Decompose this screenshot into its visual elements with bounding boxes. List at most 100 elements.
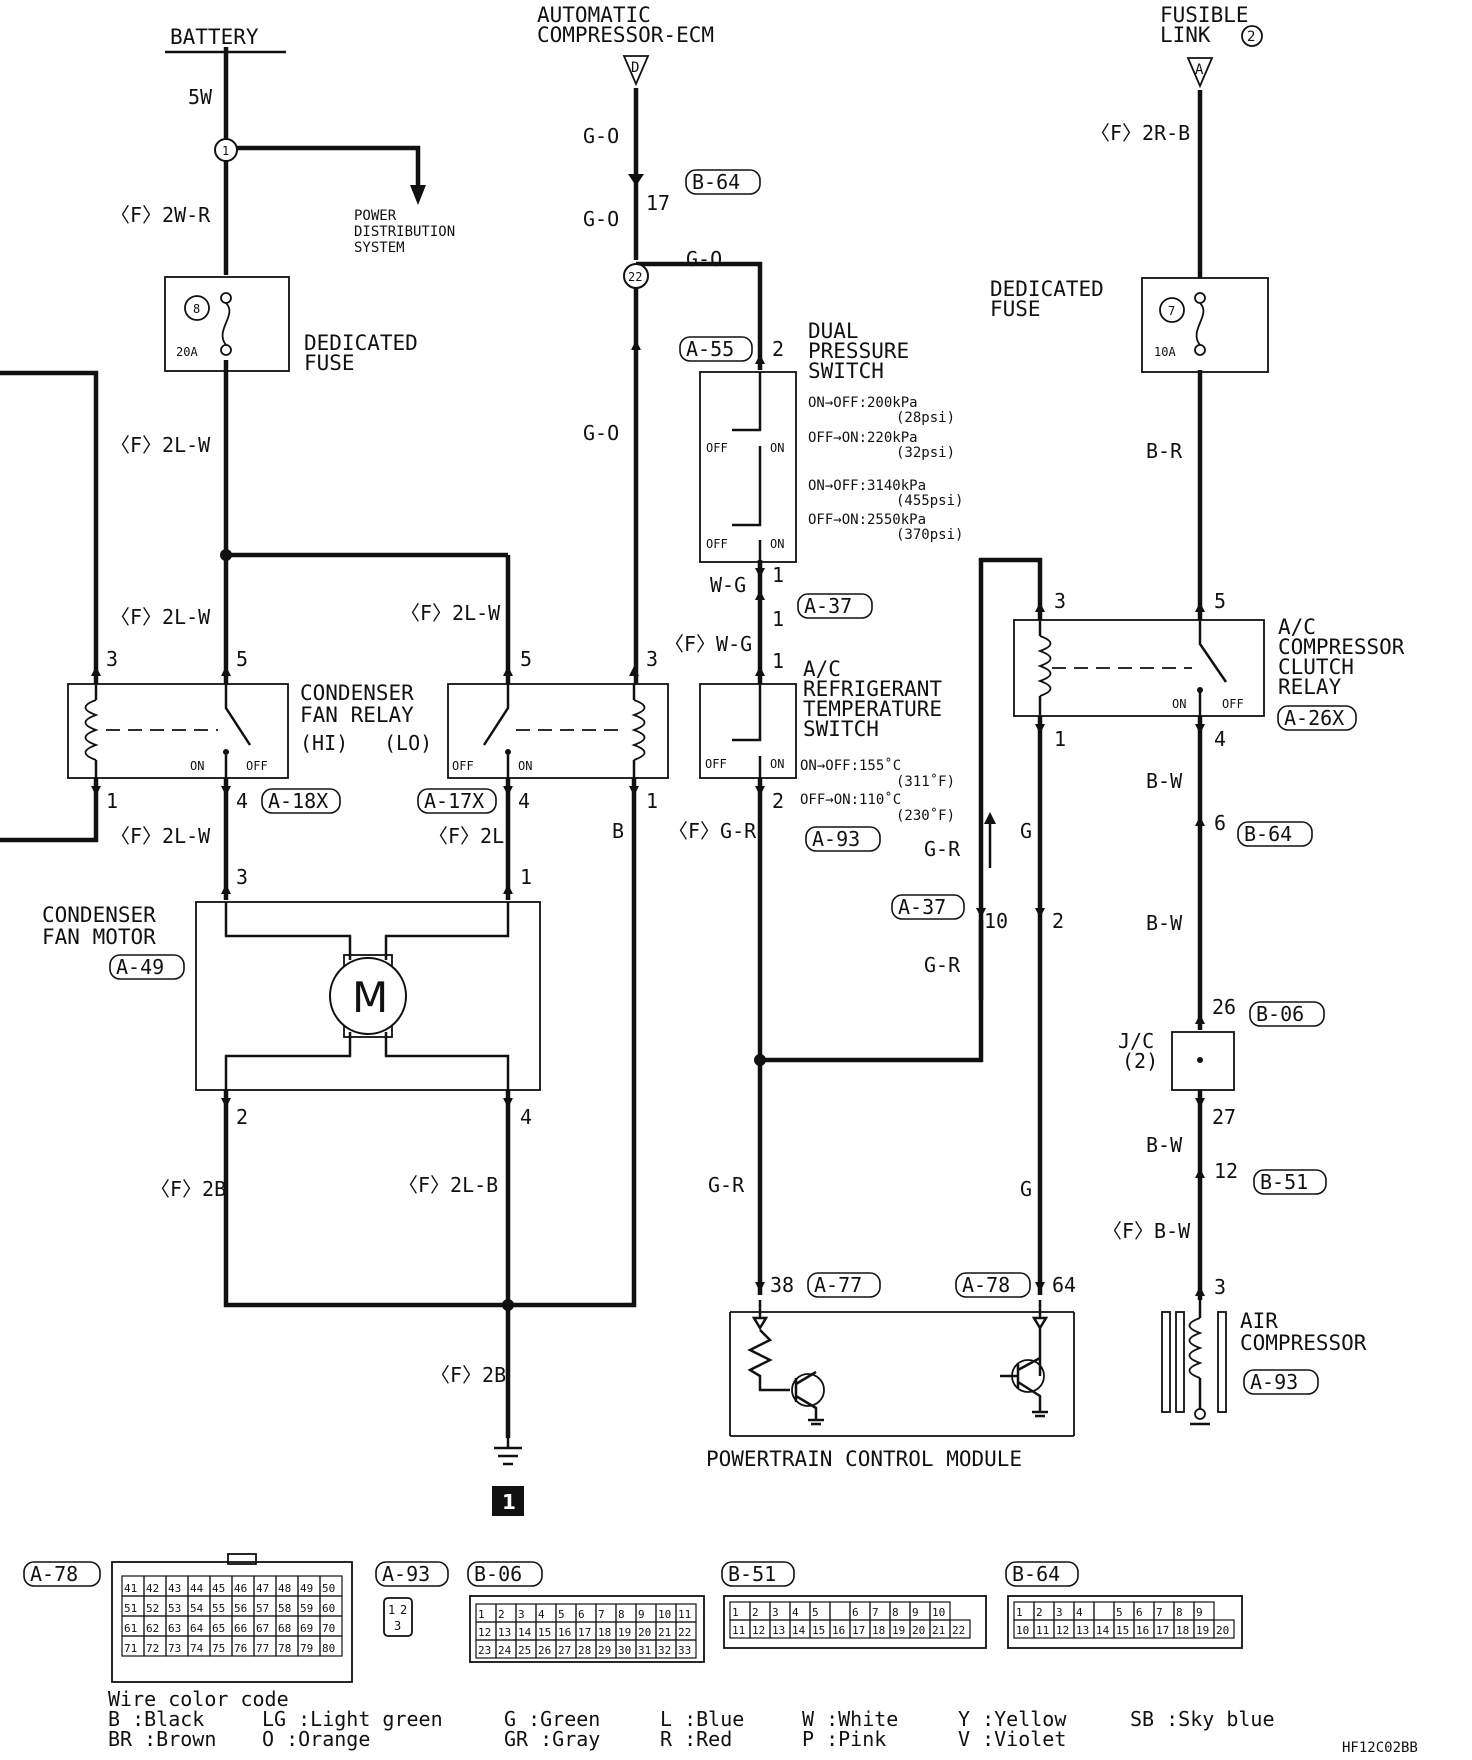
svg-text:OFF: OFF [246,759,268,773]
pin-17: 17 [646,191,670,215]
svg-text:A-55: A-55 [686,337,734,361]
connector-pin-number: 20 [1216,1624,1229,1637]
connector-pin-number: 28 [578,1644,591,1657]
wire-go-3: G-O [686,247,722,271]
connector-pin-number: 32 [658,1644,671,1657]
connector-pin-number: 56 [234,1602,247,1615]
conn-a78-pcm: A-78 [955,1272,1031,1298]
svg-text:ON: ON [770,757,784,771]
connector-pin-number: 64 [190,1622,204,1635]
relay-hi-pin-4: 4 [236,789,248,813]
motor-pin-2: 2 [236,1105,248,1129]
conn-b64-top: B-64 [685,169,761,195]
wire-bw-1: B-W [1146,769,1183,793]
connector-pin-number: 11 [678,1608,691,1621]
relay-title-2: FAN RELAY [300,703,414,727]
doc-code: HF12C02BB [1342,1740,1418,1756]
connector-pin-number: 12 [752,1624,765,1637]
jc-label-2: (2) [1122,1049,1158,1073]
wire-g-1: G [1020,819,1032,843]
conn-a37-mid: A-37 [891,894,965,920]
svg-text:A-93: A-93 [1250,1370,1298,1394]
wire-go-4: G-O [583,421,619,445]
wire-f2lb: 〈F〉2L-B [398,1173,498,1197]
svg-text:A-78: A-78 [962,1273,1010,1297]
connector-arrow-icon [628,174,644,186]
power-dist-3: SYSTEM [354,240,405,256]
connector-pin-number: 4 [1076,1606,1083,1619]
pcm-label: POWERTRAIN CONTROL MODULE [706,1447,1022,1471]
battery-label: BATTERY [170,25,259,49]
refrig-spec-1b: (311˚F) [896,773,955,790]
comp-label-2: COMPRESSOR [1240,1331,1367,1355]
connector-pin-number: 18 [1176,1624,1189,1637]
connector-pin-number: 2 [1036,1606,1043,1619]
comp-pin-6: 6 [1214,811,1226,835]
svg-text:ON: ON [1172,697,1186,711]
connector-pin-number: 13 [772,1624,785,1637]
svg-text:OFF: OFF [706,441,728,455]
connector-pin-number: 5 [558,1608,565,1621]
motor-pin-4: 4 [520,1105,532,1129]
dual-spec-1b: (28psi) [896,410,955,426]
connector-pin-number: 47 [256,1582,269,1595]
connector-pin-number: 27 [558,1644,571,1657]
dual-spec-4: OFF→ON:2550kPa [808,512,926,528]
comp-pin-27: 27 [1212,1105,1236,1129]
refrig-spec-2b: (230˚F) [896,807,955,824]
connector-pin-number: 7 [1156,1606,1163,1619]
refrig-label-2: REFRIGERANT [803,677,942,701]
connector-pin-number: 68 [278,1622,291,1635]
svg-text:OFF: OFF [705,757,727,771]
condenser-fan-relay-hi: ON OFF [67,683,289,779]
dual-spec-2: OFF→ON:220kPa [808,430,918,446]
svg-text:B-64: B-64 [1012,1562,1060,1586]
connector-pin-number: 67 [256,1622,269,1635]
connector-pin-number: 18 [872,1624,885,1637]
connector-pin-number: 6 [852,1606,859,1619]
power-dist-2: DISTRIBUTION [354,224,455,240]
svg-text:OFF: OFF [452,759,474,773]
connector-pin [1213,1619,1235,1639]
fuse-right-label-1: DEDICATED [990,277,1104,301]
svg-text:A-93: A-93 [382,1562,430,1586]
air-compressor-clutch [1161,1300,1227,1426]
wire-go-1: G-O [583,124,619,148]
connector-pin-number: 14 [1096,1624,1110,1637]
svg-text:ON: ON [518,759,532,773]
comp-pin-3: 3 [1214,1275,1226,1299]
connector-pin-number: 3 [772,1606,779,1619]
connector-pin-number: 3 [1056,1606,1063,1619]
svg-text:A-49: A-49 [116,955,164,979]
connector-pin-number: 48 [278,1582,291,1595]
clutch-pin-3: 3 [1054,589,1066,613]
wire-wg: W-G [710,573,746,597]
connector-pin-number: 12 [1056,1624,1069,1637]
svg-text:B-64: B-64 [692,170,740,194]
refrigerant-switch: OFF ON [699,683,797,779]
wire-gr-3: G-R [708,1173,745,1197]
dual-pressure-switch: OFF ON OFF ON [699,371,797,563]
legend-item: P :Pink [802,1727,886,1751]
conn-a37-top: A-37 [797,593,873,619]
ecm-triangle-tag: D [622,55,650,87]
connector-pin-number: 74 [190,1642,204,1655]
relay-lo-wire-in: 〈F〉2L-W [400,601,501,625]
connector-pin-number: 60 [322,1602,335,1615]
connector-pin-number: 6 [578,1608,585,1621]
connector-pin-number: 21 [658,1626,671,1639]
connector-pin-number: 11 [732,1624,745,1637]
connector-pin-number: 73 [168,1642,181,1655]
ground-icon [494,1438,522,1466]
comp-pin-12: 12 [1214,1159,1238,1183]
conn-a93-right: A-93 [1243,1369,1319,1395]
connector-pin-number: 15 [1116,1624,1129,1637]
comp-label-1: AIR [1240,1309,1278,1333]
legend-item: Y :Yellow [958,1707,1067,1731]
connector-pin-number: 8 [618,1608,625,1621]
power-dist-1: POWER [354,208,397,224]
